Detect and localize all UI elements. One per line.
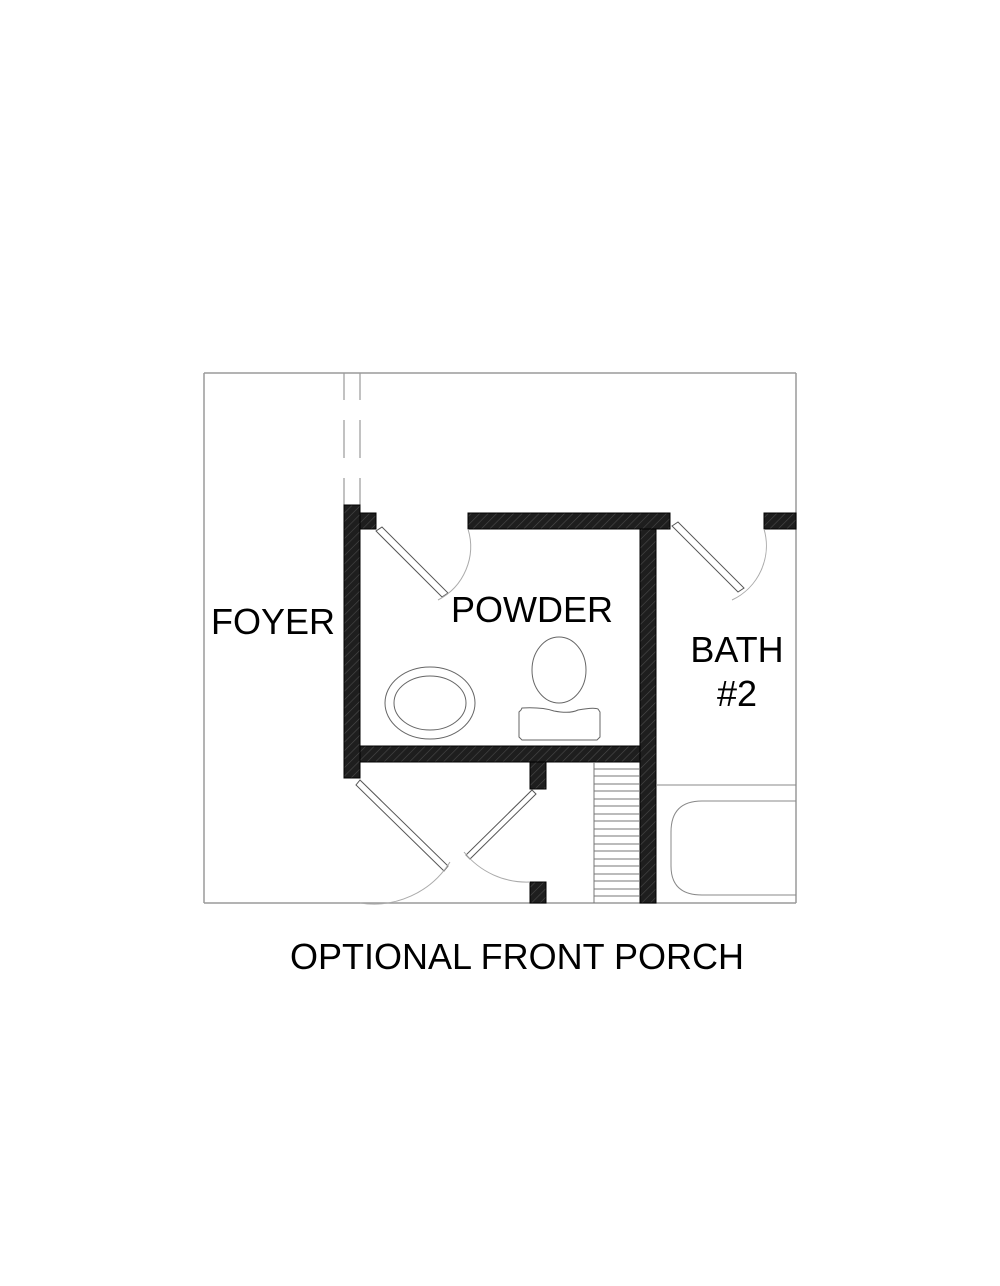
room-label-powder: POWDER [451,589,613,630]
wall-stub-bottom [529,881,547,904]
door-swing-lower-left [359,861,451,905]
door-swing-bath [731,528,767,601]
door-lower-left [355,779,449,872]
plan-boundary [203,372,797,904]
wall-stub-closet [529,761,547,790]
sink-icon [384,666,476,740]
door-swing-lower-right [463,851,531,883]
walls [343,504,797,904]
stair-treads [593,762,640,903]
wall-stub-bath [763,512,797,530]
wall-stub-top-left [359,512,377,530]
plan-caption: OPTIONAL FRONT PORCH [290,936,744,977]
bathtub-icon [656,784,796,896]
door-lower-right [465,789,537,860]
door-powder [375,526,449,598]
wall-left [343,504,361,779]
wall-bottom-powder [359,745,641,763]
wall-right-divider [639,528,657,904]
door-bath [671,521,745,593]
door-swing-powder [437,528,472,601]
room-label-bath-line1: BATH [690,629,783,670]
dashed-opening [343,373,361,505]
wall-top-powder [467,512,671,530]
room-label-foyer: FOYER [211,601,335,642]
doors [355,521,767,905]
room-label-bath-line2: #2 [717,673,757,714]
toilet-icon [518,636,601,741]
